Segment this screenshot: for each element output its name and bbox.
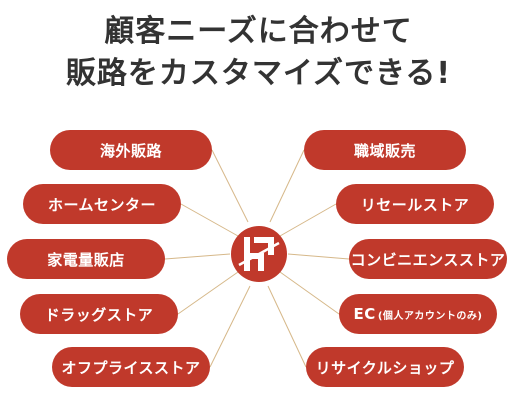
connector-left-4 — [177, 271, 239, 315]
connector-left-2 — [180, 203, 239, 237]
headline-line-1: 顧客ニーズに合わせて — [104, 14, 413, 49]
channel-label: オフプライスストア — [61, 358, 201, 377]
brand-monogram-icon — [231, 226, 287, 282]
connector-left-1 — [211, 149, 249, 223]
connector-right-3 — [287, 253, 350, 260]
channel-label: 海外販路 — [99, 141, 162, 160]
channel-label: EC — [353, 305, 376, 323]
channel-resale-store: リセールストア — [336, 184, 494, 224]
channel-drugstore: ドラッグストア — [20, 294, 178, 334]
channel-label: 職域販売 — [353, 141, 416, 160]
channel-workplace-sales: 職域販売 — [304, 130, 466, 170]
channel-sublabel: (個人アカウントのみ) — [377, 310, 483, 322]
channel-electronics-store: 家電量販店 — [7, 239, 165, 279]
connector-right-5 — [267, 285, 307, 368]
channel-label: リセールストア — [360, 195, 470, 214]
connector-right-1 — [269, 149, 305, 223]
headline-line-2: 販路をカスタマイズできる! — [65, 56, 452, 91]
channel-label: 家電量販店 — [47, 250, 125, 269]
channel-label: ドラッグストア — [44, 305, 154, 324]
channel-overseas: 海外販路 — [50, 130, 212, 170]
channel-label: ホームセンター — [47, 195, 157, 214]
connector-left-3 — [164, 253, 231, 260]
connector-left-5 — [209, 285, 251, 368]
channel-convenience-store: コンビニエンスストア — [349, 239, 507, 279]
channel-home-center: ホームセンター — [23, 184, 181, 224]
channel-off-price-store: オフプライスストア — [52, 347, 210, 387]
channel-label: コンビニエンスストア — [350, 250, 506, 269]
channel-recycle-shop: リサイクルショップ — [306, 347, 464, 387]
channel-ec: EC(個人アカウントのみ) — [339, 294, 497, 334]
connector-right-2 — [279, 203, 337, 237]
connector-right-4 — [279, 271, 340, 315]
channel-label: リサイクルショップ — [315, 358, 455, 377]
